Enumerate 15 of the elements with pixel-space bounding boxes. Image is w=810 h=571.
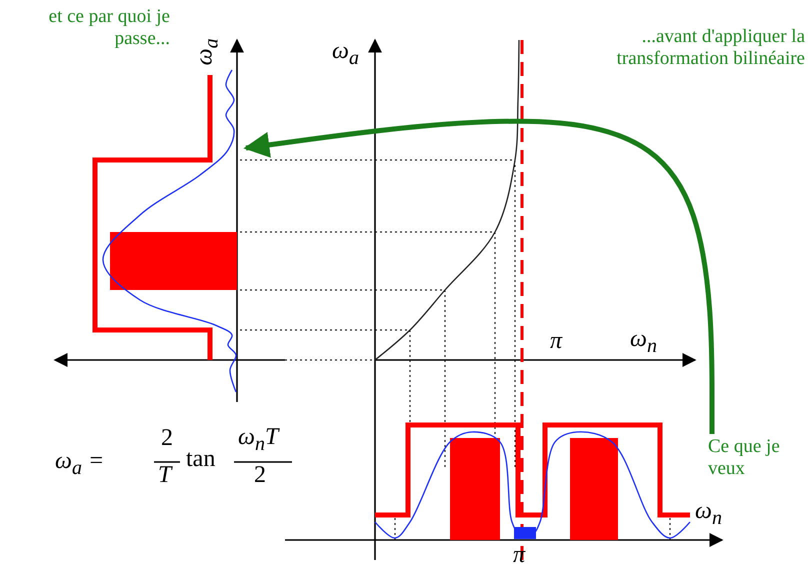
formula-term: tan xyxy=(186,446,216,474)
annotation-text: et ce par quoi je passe... xyxy=(48,6,170,50)
axis-label: ω$_{n}$ xyxy=(630,326,657,358)
formula-term: ω$_{n}$T xyxy=(238,424,278,456)
annotation-text: Ce que je veux xyxy=(708,436,781,480)
axis-label: π xyxy=(550,328,562,356)
curved-arrow xyxy=(243,118,714,434)
formula-term: 2 xyxy=(254,462,266,490)
formula-term: 2 xyxy=(161,425,173,453)
formula-term: ω$_{a}$ = xyxy=(55,448,104,480)
axis-label: ω$_{a}$ xyxy=(332,38,359,70)
axis-label: ω$_{n}$ xyxy=(695,498,722,530)
annotation-text: ...avant d'appliquer la transformation bilinéaire xyxy=(616,26,805,70)
formula-term: T xyxy=(158,462,172,490)
axis-label: π xyxy=(513,542,526,570)
